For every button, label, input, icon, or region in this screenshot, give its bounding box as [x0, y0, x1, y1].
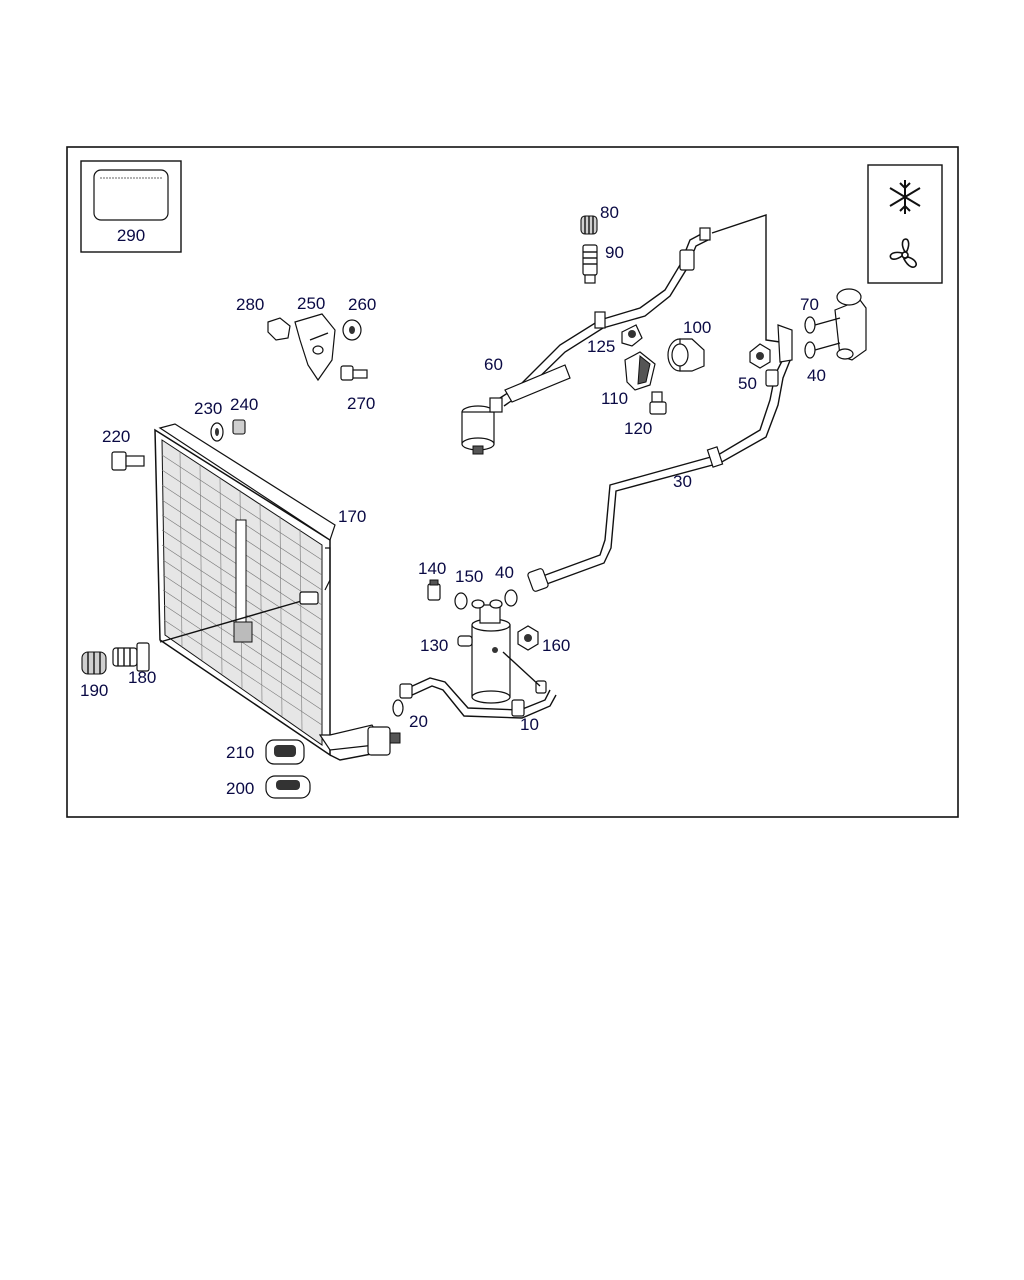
callout-125: 125: [587, 337, 615, 356]
switch-160[interactable]: [517, 625, 539, 651]
callout-150: 150: [455, 567, 483, 586]
valve-core-90[interactable]: [582, 244, 598, 284]
bolt-220[interactable]: [111, 451, 145, 471]
callout-290: 290: [117, 226, 145, 245]
callout-80: 80: [600, 203, 619, 222]
callout-180: 180: [128, 668, 156, 687]
condenser-170[interactable]: [154, 423, 336, 757]
bracket-250[interactable]: [294, 313, 336, 382]
bolt-120[interactable]: [649, 391, 667, 415]
receiver-drier-130[interactable]: [457, 599, 511, 704]
callout-250: 250: [297, 294, 325, 313]
grommet-125[interactable]: [621, 324, 643, 347]
bolt-270[interactable]: [340, 365, 368, 381]
callout-170: 170: [338, 507, 366, 526]
clamp-100[interactable]: [667, 338, 705, 372]
callout-70: 70: [800, 295, 819, 314]
callout-240: 240: [230, 395, 258, 414]
fitting-180[interactable]: [112, 642, 150, 672]
callout-210: 210: [226, 743, 254, 762]
leader-line-60: [711, 214, 781, 343]
snowflake-icon: [889, 180, 921, 214]
callout-220: 220: [102, 427, 130, 446]
clip-240[interactable]: [232, 419, 246, 435]
clamp-110[interactable]: [624, 351, 656, 391]
seal-200[interactable]: [265, 775, 311, 799]
callout-20: 20: [409, 712, 428, 731]
legend-box: [867, 164, 943, 284]
callout-60: 60: [484, 355, 503, 374]
o-ring-40-top[interactable]: [804, 316, 841, 359]
grommet-260[interactable]: [342, 319, 362, 341]
o-ring-20[interactable]: [392, 699, 404, 717]
callout-280: 280: [236, 295, 264, 314]
refrigerant-line-10[interactable]: [399, 651, 557, 719]
callout-90: 90: [605, 243, 624, 262]
suction-hose-60[interactable]: [461, 227, 711, 455]
o-ring-40-drier[interactable]: [504, 589, 518, 607]
label-plate-290[interactable]: [80, 160, 182, 253]
nut-280[interactable]: [267, 317, 291, 341]
valve-cap-80[interactable]: [580, 215, 598, 235]
callout-50: 50: [738, 374, 757, 393]
pressure-switch-140[interactable]: [427, 579, 441, 601]
callout-30: 30: [673, 472, 692, 491]
seal-210[interactable]: [265, 739, 305, 765]
leader-180: [159, 599, 306, 643]
callout-110: 110: [601, 389, 628, 408]
o-ring-150[interactable]: [454, 592, 468, 610]
callout-230: 230: [194, 399, 222, 418]
callout-100: 100: [683, 318, 711, 337]
expansion-valve-70[interactable]: [834, 288, 867, 361]
callout-270: 270: [347, 394, 375, 413]
callout-130: 130: [420, 636, 448, 655]
callout-40-top: 40: [807, 366, 826, 385]
cap-190[interactable]: [81, 651, 107, 675]
pressure-line-30[interactable]: [527, 324, 793, 592]
callout-40-drier: 40: [495, 563, 514, 582]
callout-160: 160: [542, 636, 570, 655]
callout-260: 260: [348, 295, 376, 314]
fan-icon: [889, 238, 917, 268]
nut-50[interactable]: [749, 343, 771, 369]
callout-10: 10: [520, 715, 539, 734]
callout-200: 200: [226, 779, 254, 798]
callout-120: 120: [624, 419, 652, 438]
callout-140: 140: [418, 559, 446, 578]
callout-190: 190: [80, 681, 108, 700]
washer-230[interactable]: [210, 422, 224, 442]
